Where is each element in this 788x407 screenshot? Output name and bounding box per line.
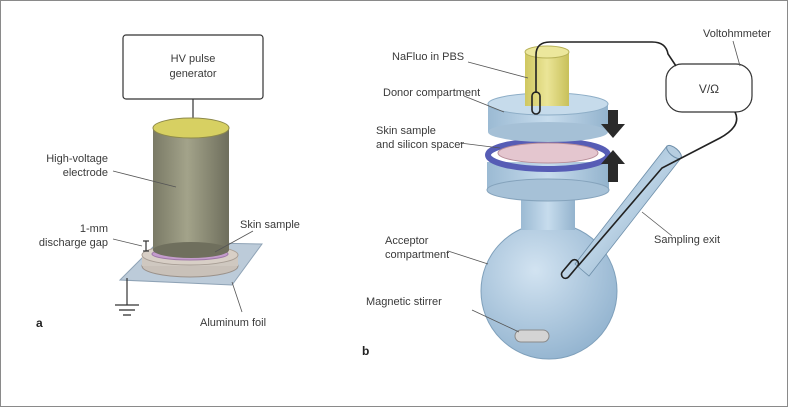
sampling-leader: [641, 211, 673, 237]
acceptor-label-2: compartment: [385, 249, 449, 261]
donor-leader: [463, 95, 505, 113]
acceptor-leader: [447, 250, 489, 265]
voltohmmeter-label: Voltohmmeter: [703, 28, 771, 40]
hv-generator-label-2: generator: [169, 68, 216, 80]
donor-label: Donor compartment: [383, 87, 480, 99]
panel-b-letter: b: [362, 344, 369, 358]
skin-b-leader: [459, 142, 501, 149]
magnetic-stirrer: [514, 329, 550, 343]
aluminum-foil-label: Aluminum foil: [200, 317, 266, 329]
skin-b-label-1: Skin sample: [376, 125, 436, 137]
skin-sample-b: [497, 142, 599, 164]
nafluo-top: [524, 45, 570, 59]
electrode-top: [152, 117, 230, 139]
panel-a: HV pulse generator High-voltage electrod…: [36, 34, 300, 330]
hv-generator-box: [122, 34, 264, 100]
foil-leader: [231, 281, 243, 313]
nafluo-leader: [467, 61, 529, 79]
acceptor-label-1: Acceptor: [385, 235, 429, 247]
hv-generator-label-1: HV pulse: [171, 53, 216, 65]
wire-to-donor: [535, 41, 677, 93]
magnetic-stirrer-label: Magnetic stirrer: [366, 296, 442, 308]
wire-to-acceptor: [577, 111, 738, 267]
arrow-up-icon: [601, 150, 625, 182]
arrow-down-icon: [601, 110, 625, 138]
gap-leader: [112, 238, 143, 247]
electrode-label-1: High-voltage: [46, 153, 108, 165]
voltohmmeter-leader: [732, 40, 741, 67]
nafluo-label: NaFluo in PBS: [392, 51, 464, 63]
sampling-exit-label: Sampling exit: [654, 234, 720, 246]
electrode-bottom: [153, 242, 229, 258]
skin-sample-label: Skin sample: [240, 219, 300, 231]
electrode-label-2: electrode: [63, 167, 108, 179]
voltohmmeter-box: [665, 63, 753, 113]
panel-b: V/Ω Voltohmmeter: [362, 28, 771, 360]
electrode-body: [153, 128, 229, 250]
stirrer-leader: [471, 309, 520, 333]
skin-leader: [214, 230, 254, 253]
acceptor-electrode: [560, 258, 580, 280]
meter-display: V/Ω: [699, 82, 719, 96]
electrode-leader: [112, 170, 177, 188]
donor-bottom: [488, 122, 608, 142]
lower-ring-bottom: [486, 178, 610, 202]
skin-b-label-2: and silicon spacer: [376, 139, 464, 151]
gap-label-2: discharge gap: [39, 237, 108, 249]
panel-a-letter: a: [36, 316, 43, 330]
gap-label-1: 1-mm: [80, 223, 108, 235]
